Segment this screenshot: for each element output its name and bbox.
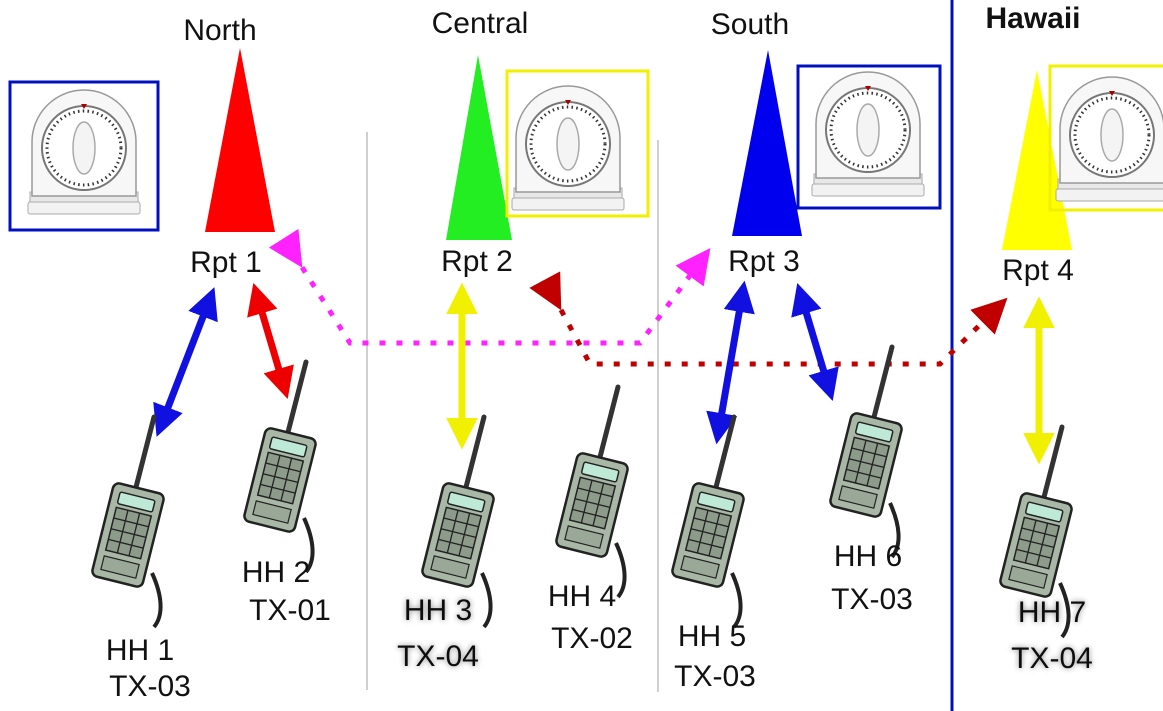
hh2-tx: TX-01 [249,594,331,627]
timer-frame-north [8,80,160,232]
repeater-2-triangle [446,55,512,240]
link-hh1-rpt1 [153,287,218,437]
timer-frame-central [505,69,650,218]
link-hh6-rpt3 [791,282,839,402]
hh6-tx: TX-03 [831,583,913,616]
kitchen-timer-icon [26,88,142,216]
region-label-central: Central [432,7,529,40]
repeater-1-triangle [205,48,275,232]
hh1-tx: TX-03 [109,670,191,703]
handheld-radio-icon [829,347,903,557]
link-rpt2-rpt4 [529,271,1008,367]
repeater-1-label: Rpt 1 [190,246,262,279]
hh4-name: HH 4 [548,580,616,613]
hh6-name: HH 6 [834,540,902,573]
link-hh2-rpt1 [247,282,294,400]
handheld-radio-icon [555,387,629,597]
repeater-4-triangle [1002,70,1072,250]
timer-frame-south [796,64,942,210]
repeater-4-label: Rpt 4 [1002,254,1074,287]
kitchen-timer-icon [810,70,926,198]
hh4-tx: TX-02 [551,622,633,655]
repeater-3-triangle [732,50,802,236]
hh7-name: HH 7 [1018,596,1086,629]
hh3-name: HH 3 [404,594,472,627]
region-label-hawaii: Hawaii [985,2,1080,35]
repeater-3-label: Rpt 3 [728,245,800,278]
region-label-south: South [711,8,789,41]
hh2-name: HH 2 [242,556,310,589]
hh5-tx: TX-03 [674,660,756,693]
handheld-radio-icon [243,362,317,572]
repeater-2-label: Rpt 2 [441,245,513,278]
kitchen-timer-icon [510,84,626,212]
handheld-radio-icon [671,417,745,627]
region-label-north: North [183,14,256,47]
timer-frame-hawaii [1048,64,1163,212]
handheld-radio-icon [91,417,165,627]
kitchen-timer-icon [1054,75,1163,203]
hh3-tx: TX-04 [397,640,479,673]
hh7-tx: TX-04 [1011,642,1093,675]
link-hh5-rpt3 [706,280,755,445]
hh5-name: HH 5 [678,620,746,653]
hh1-name: HH 1 [106,634,174,667]
